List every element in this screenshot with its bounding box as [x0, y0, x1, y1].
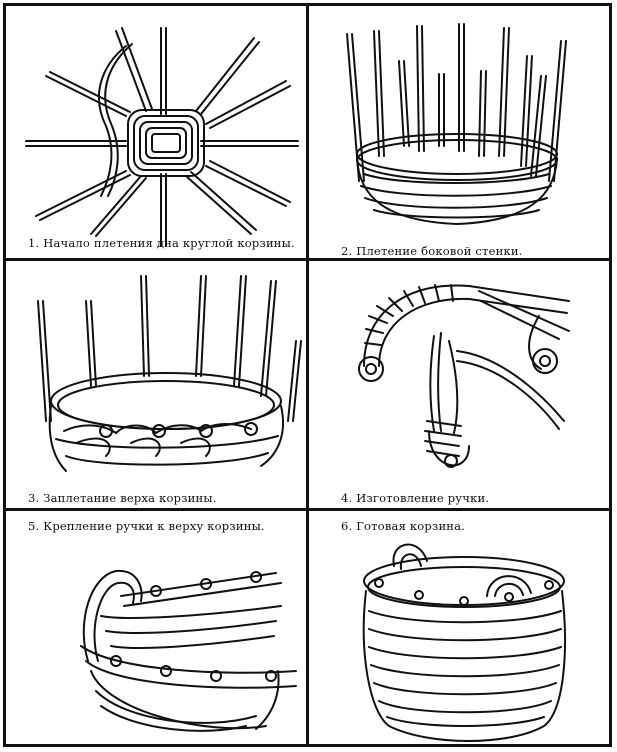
panel-3-top-finish: 3. Заплетание верха корзины.	[6, 261, 306, 508]
panel-3-caption: Заплетание верха корзины.	[43, 491, 217, 505]
panel-3-number: 3.	[28, 491, 40, 505]
panel-6-finished-basket: 6. Готовая корзина.	[309, 511, 609, 744]
panel-4-number: 4.	[341, 491, 353, 505]
panel-5-caption: Крепление ручки к верху корзины.	[43, 519, 265, 533]
panel-2-caption: Плетение боковой стенки.	[356, 244, 523, 258]
panel-2-side-wall: 2. Плетение боковой стенки.	[309, 6, 609, 258]
panel-4-caption: Изготовление ручки.	[356, 491, 490, 505]
panel-1-bottom-start: 1. Начало плетения дна круглой корзины.	[6, 6, 306, 258]
top-finish-illustration	[37, 275, 302, 472]
panel-4-handle-making: 4. Изготовление ручки.	[309, 261, 609, 508]
handle-attaching-illustration	[80, 569, 297, 732]
bottom-weaving-illustration	[25, 27, 299, 247]
finished-basket-illustration	[362, 543, 566, 742]
instruction-sheet: 1. Начало плетения дна круглой корзины.	[3, 3, 612, 747]
panel-5-number: 5.	[28, 519, 40, 533]
panel-1-caption: Начало плетения дна круглой корзины.	[43, 236, 295, 250]
panel-6-caption: Готовая корзина.	[356, 519, 466, 533]
panel-1-number: 1.	[28, 236, 40, 250]
panel-5-handle-attaching: 5. Крепление ручки к верху корзины.	[6, 511, 306, 744]
handle-making-illustration	[358, 284, 570, 468]
divider-row-2	[6, 508, 609, 511]
panel-2-number: 2.	[341, 244, 353, 258]
side-wall-illustration	[346, 23, 567, 226]
panel-6-number: 6.	[341, 519, 353, 533]
divider-row-1	[6, 258, 609, 261]
divider-vertical	[306, 6, 309, 744]
